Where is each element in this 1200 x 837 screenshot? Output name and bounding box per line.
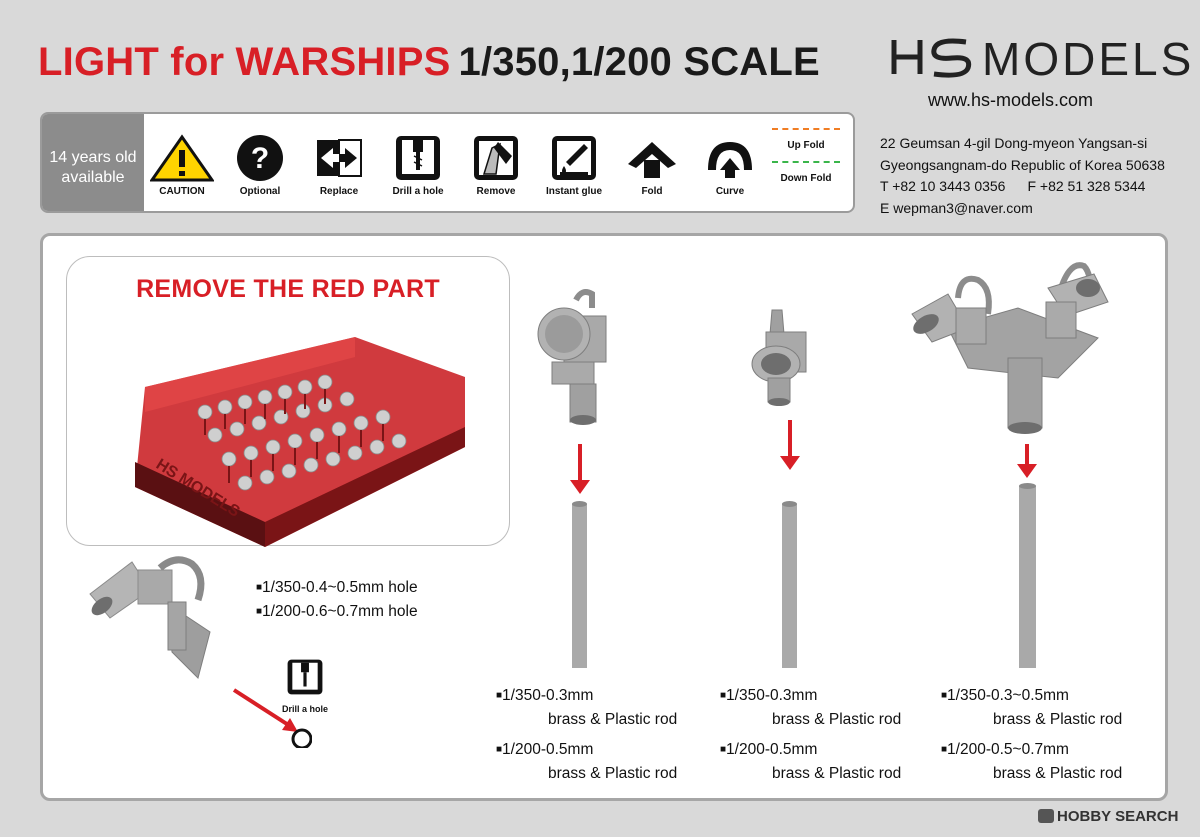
drill-icon: [287, 659, 323, 695]
curve-label: Curve: [715, 186, 745, 197]
rod-1-image: [570, 444, 590, 668]
down-fold-line: [772, 161, 840, 163]
rod-2-spec-350: 1/350-0.3mm: [726, 687, 818, 704]
glue-icon: [552, 136, 596, 180]
address-line-1: 22 Geumsan 4-gil Dong-myeon Yangsan-si: [880, 135, 1148, 151]
legend-optional: ? Optional: [220, 134, 300, 197]
email-address: E wepman3@naver.com: [880, 199, 1033, 216]
phone-number: T +82 10 3443 0356: [880, 178, 1006, 194]
brand-logo: MODELS: [890, 30, 1191, 85]
hole-size-spec: ■1/350-0.4~0.5mm hole ■1/200-0.6~0.7mm h…: [256, 579, 418, 620]
legend-caution: CAUTION: [142, 134, 222, 197]
brand-name: MODELS: [982, 33, 1195, 85]
rod-1-spec-200: 1/200-0.5mm: [502, 741, 594, 758]
replace-label: Replace: [319, 186, 359, 197]
hole-spec-200: 1/200-0.6~0.7mm hole: [262, 603, 418, 620]
hobby-search-icon: [1038, 809, 1054, 823]
remove-label: Remove: [476, 186, 516, 197]
caution-label: CAUTION: [159, 186, 205, 197]
rod-3-material-350: brass & Plastic rod: [993, 711, 1123, 728]
rod-3-image: [1017, 444, 1037, 668]
rod-spec-2: ■1/350-0.3mm brass & Plastic rod ■1/200-…: [720, 684, 901, 786]
rod-2-material-350: brass & Plastic rod: [772, 711, 902, 728]
rod-3-spec-350: 1/350-0.3~0.5mm: [947, 687, 1069, 704]
rod-spec-1: ■1/350-0.3mm brass & Plastic rod ■1/200-…: [496, 684, 677, 786]
optional-label: Optional: [239, 186, 281, 197]
watermark-text: HOBBY SEARCH: [1057, 808, 1179, 825]
rod-1-material-200: brass & Plastic rod: [548, 765, 678, 782]
rod-2-spec-200: 1/200-0.5mm: [726, 741, 818, 758]
legend-curve: Curve: [690, 134, 770, 197]
hole-circle-icon: [291, 728, 312, 748]
phone-fax-row: T +82 10 3443 0356 F +82 51 328 5344: [880, 176, 1165, 198]
drill-hole-callout: Drill a hole: [280, 658, 330, 714]
rod-spec-3: ■1/350-0.3~0.5mm brass & Plastic rod ■1/…: [941, 684, 1122, 786]
legend-glue: Instant glue: [534, 134, 614, 197]
legend-replace: Replace: [299, 134, 379, 197]
remove-red-part-box: REMOVE THE RED PART HS MODELS: [66, 256, 510, 547]
glue-label: Instant glue: [545, 186, 603, 197]
remove-icon: [474, 136, 518, 180]
svg-text:?: ?: [251, 142, 269, 175]
light-variant-3-image: [911, 262, 1109, 434]
rod-3-spec-200: 1/200-0.5~0.7mm: [947, 741, 1069, 758]
curve-icon: [708, 142, 752, 178]
rod-2-material-200: brass & Plastic rod: [772, 765, 902, 782]
website-url: www.hs-models.com: [928, 90, 1094, 110]
light-variant-2-image: [751, 309, 807, 406]
age-badge: 14 years old available: [42, 114, 144, 211]
fold-icon: [628, 142, 676, 178]
fax-number: F +82 51 328 5344: [1027, 178, 1146, 194]
title-scale: 1/350,1/200 SCALE: [458, 40, 820, 84]
caution-icon: [150, 134, 214, 182]
drill-hole-label: Drill a hole: [281, 704, 328, 714]
rod-2-image: [780, 420, 800, 668]
replace-icon: [317, 139, 362, 177]
icon-legend-bar: 14 years old available CAUTION ? Optiona…: [40, 112, 855, 213]
fold-label: Fold: [641, 186, 663, 197]
rod-3-material-200: brass & Plastic rod: [993, 765, 1123, 782]
down-fold-label: Down Fold: [780, 173, 832, 184]
hole-spec-350: 1/350-0.4~0.5mm hole: [262, 579, 418, 596]
lamp-with-mount-image: [89, 556, 211, 679]
up-fold-line: [772, 128, 840, 130]
drill-label: Drill a hole: [392, 186, 444, 197]
rod-1-material-350: brass & Plastic rod: [548, 711, 678, 728]
legend-remove: Remove: [456, 134, 536, 197]
hs-logo-icon: [891, 38, 972, 78]
drill-icon: [396, 136, 440, 180]
legend-fold-lines: Up Fold Down Fold: [770, 128, 842, 194]
address-line-2: Gyeongsangnam-do Republic of Korea 50638: [880, 156, 1165, 173]
drill-arrow: [232, 688, 312, 748]
legend-drill: Drill a hole: [378, 134, 458, 197]
legend-fold: Fold: [612, 134, 692, 197]
light-variant-1-image: [537, 289, 607, 425]
remove-red-part-title: REMOVE THE RED PART: [136, 275, 440, 303]
rod-1-spec-350: 1/350-0.3mm: [502, 687, 594, 704]
hobby-search-watermark: HOBBY SEARCH: [1038, 808, 1178, 825]
optional-icon: ?: [237, 135, 283, 181]
age-line-2: available: [61, 169, 125, 186]
title-main: LIGHT for WARSHIPS: [38, 40, 451, 84]
up-fold-label: Up Fold: [787, 140, 825, 151]
contact-address: 22 Geumsan 4-gil Dong-myeon Yangsan-si G…: [880, 133, 1165, 219]
age-line-1: 14 years old: [49, 149, 137, 166]
resin-parts: [197, 374, 407, 491]
resin-tray-image: HS MODELS: [135, 337, 465, 547]
